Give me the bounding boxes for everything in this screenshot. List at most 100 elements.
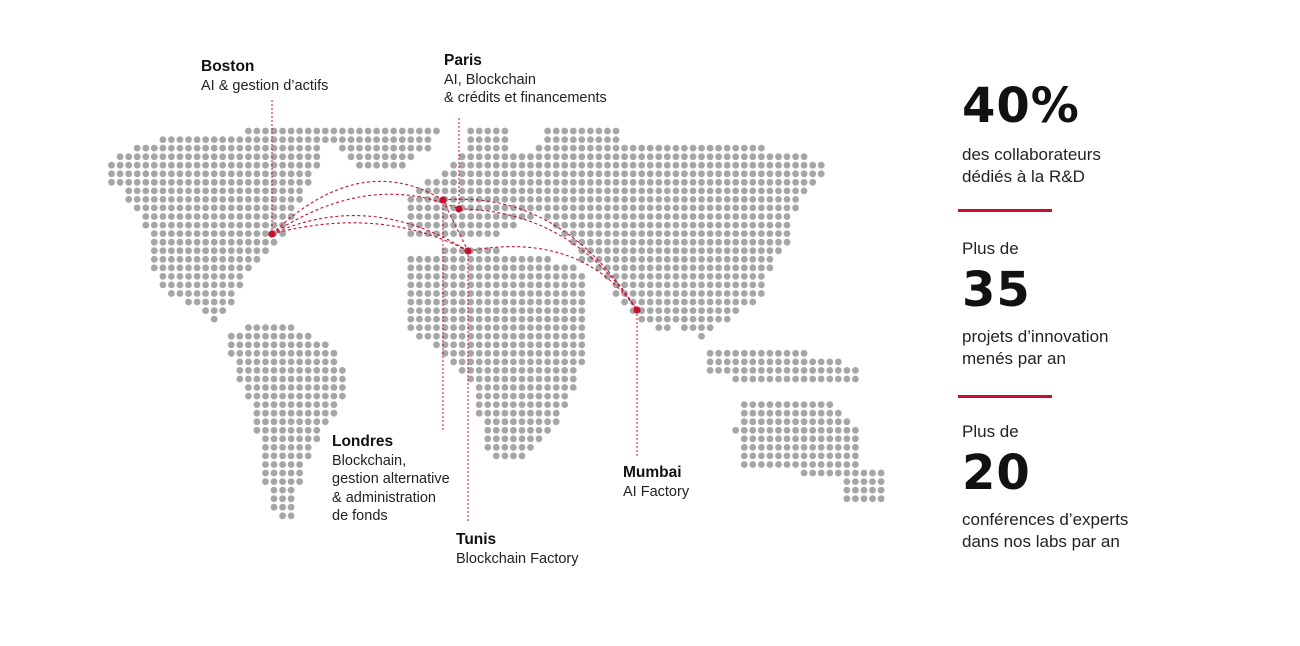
land-dot [279,512,286,520]
land-dot [706,324,714,331]
land-dot [621,170,628,178]
land-dot [270,375,278,383]
land-dot [262,409,269,417]
land-dot [732,273,740,280]
land-dot [527,264,534,272]
land-dot [758,255,765,263]
land-dot [578,307,586,314]
land-dot [373,136,380,144]
land-dot [245,153,252,161]
land-dot [792,409,799,417]
land-dot [809,170,817,178]
land-dot [852,495,859,503]
land-dot [424,281,432,289]
land-dot [287,512,295,520]
land-dot [672,187,680,195]
land-dot [672,247,680,255]
land-dot [492,127,500,135]
land-dot [176,170,184,178]
land-dot [792,170,799,178]
land-dot [834,426,842,434]
land-dot [159,281,167,289]
land-dot [544,187,551,195]
land-dot [458,315,466,323]
land-dot [800,401,808,408]
land-dot [236,196,244,203]
land-dot [578,187,586,195]
land-dot [450,290,457,297]
land-dot [407,213,415,220]
land-dot [467,315,475,323]
land-dot [210,187,218,195]
land-dot [612,204,620,212]
land-dot [253,341,261,349]
land-dot [279,213,286,220]
land-dot [185,187,192,195]
land-dots [108,127,885,520]
land-dot [672,315,680,323]
land-dot [492,298,500,306]
land-dot [775,204,782,212]
land-dot [877,469,885,477]
land-dot [227,153,235,161]
land-dot [450,170,457,178]
land-dot [416,273,423,280]
land-dot [723,170,731,178]
land-dot [330,401,338,408]
land-dot [569,298,577,306]
land-dot [279,444,286,451]
land-dot [663,204,671,212]
land-dot [518,332,526,340]
land-dot [655,170,663,178]
land-dot [304,153,312,161]
land-dot [578,332,586,340]
land-dot [783,435,791,443]
land-dot [783,230,791,238]
land-dot [800,426,808,434]
land-dot [262,392,269,400]
land-dot [604,264,611,272]
land-dot [826,358,834,366]
land-dot [544,401,551,408]
land-dot [706,281,714,289]
land-dot [475,281,483,289]
land-dot [501,444,509,451]
land-dot [826,375,834,383]
land-dot [150,187,158,195]
land-dot [775,358,782,366]
land-dot [168,204,175,212]
land-dot [168,247,175,255]
land-dot [270,469,278,477]
land-dot [578,178,586,186]
land-dot [236,349,244,357]
land-dot [715,204,722,212]
land-dot [313,358,321,366]
land-dot [758,247,765,255]
land-dot [287,409,295,417]
land-dot [775,196,782,203]
land-dot [484,161,492,169]
land-dot [159,255,167,263]
land-dot [176,187,184,195]
land-dot [740,230,748,238]
land-dot [304,426,312,434]
land-dot [287,127,295,135]
land-dot [655,187,663,195]
location-paris: Paris AI, Blockchain & crédits et financ… [444,52,607,108]
land-dot [732,247,740,255]
land-dot [535,435,543,443]
land-dot [185,247,192,255]
land-dot [475,290,483,297]
land-dot [843,375,851,383]
land-dot [518,170,526,178]
land-dot [629,238,637,246]
land-dot [450,341,457,349]
land-dot [108,161,115,169]
land-dot [561,281,569,289]
land-dot [501,273,509,280]
land-dot [518,281,526,289]
land-dot [176,238,184,246]
land-dot [595,187,603,195]
land-dot [800,444,808,451]
land-dot [843,486,851,494]
